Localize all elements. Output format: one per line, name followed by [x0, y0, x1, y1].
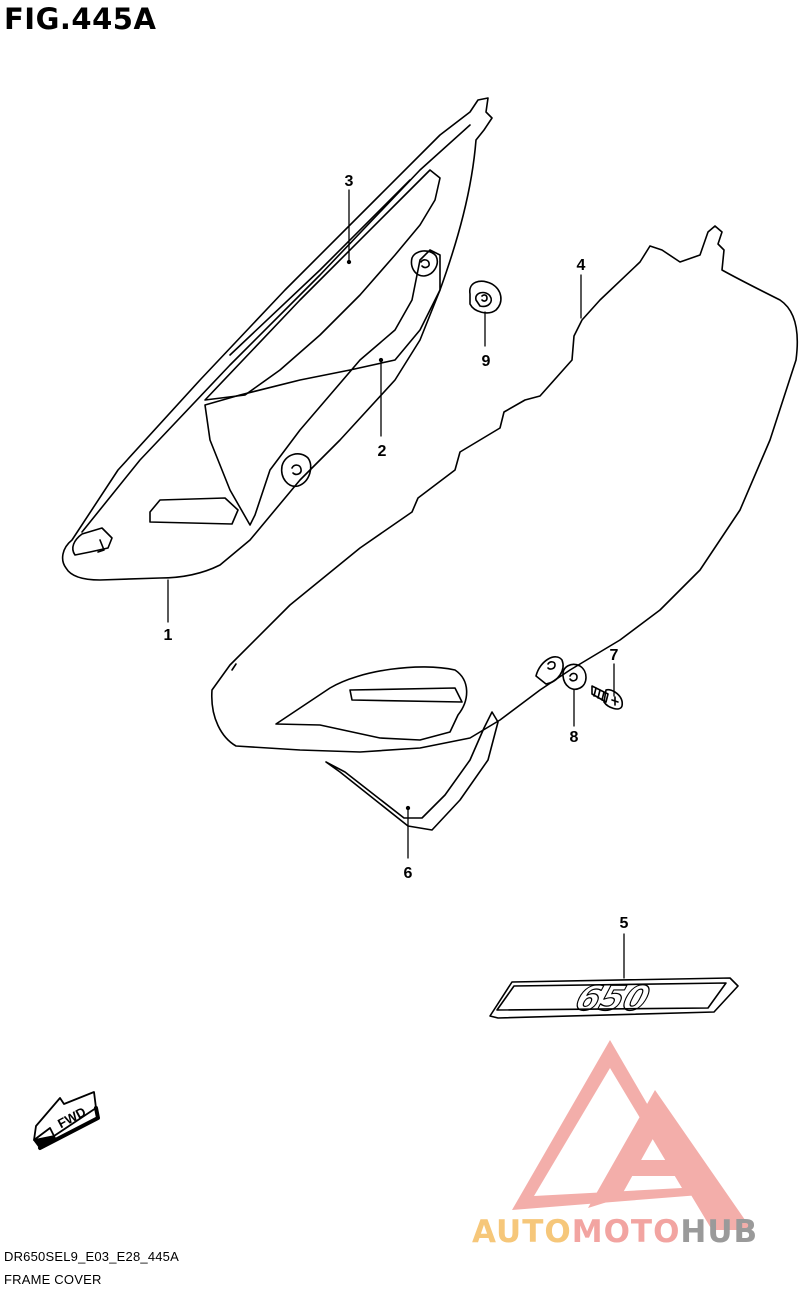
- callout-8: 8: [570, 729, 579, 746]
- callout-4: 4: [577, 257, 586, 274]
- part-6-lower-trim: [325, 711, 499, 831]
- figure-title: FIG.445A: [4, 2, 157, 36]
- part-3-cover-trim: [204, 169, 441, 401]
- callout-3: 3: [345, 173, 354, 190]
- watermark-hub: HUB: [680, 1214, 758, 1250]
- callout-9: 9: [482, 353, 491, 370]
- callout-2: 2: [378, 443, 387, 460]
- fwd-arrow-icon: FWD: [33, 1091, 100, 1150]
- watermark-auto: AUTO: [472, 1214, 572, 1250]
- watermark-logo: [512, 1040, 752, 1230]
- watermark-text: AUTOMOTOHUB: [472, 1214, 758, 1250]
- emblem-text: 650: [570, 980, 654, 1019]
- part-8-grommet: [562, 663, 587, 691]
- watermark-moto: MOTO: [572, 1214, 681, 1250]
- part-4-frame-cover-right: [211, 225, 799, 753]
- figure-code: DR650SEL9_E03_E28_445A: [4, 1249, 179, 1264]
- callout-7: 7: [610, 647, 619, 664]
- part-2-inner-panel: [204, 249, 441, 526]
- part-7-screw: [591, 685, 623, 710]
- part-1-frame-cover-left: [61, 97, 493, 581]
- callout-1: 1: [164, 627, 173, 644]
- part-9-grommet: [469, 280, 502, 314]
- leader-lines: [167, 189, 625, 979]
- callout-numbers: 1 2 3 4 5 6 7 8 9: [164, 173, 629, 932]
- figure-name: FRAME COVER: [4, 1272, 102, 1287]
- callout-6: 6: [404, 865, 413, 882]
- callout-5: 5: [620, 915, 629, 932]
- part-5-emblem: [489, 977, 739, 1019]
